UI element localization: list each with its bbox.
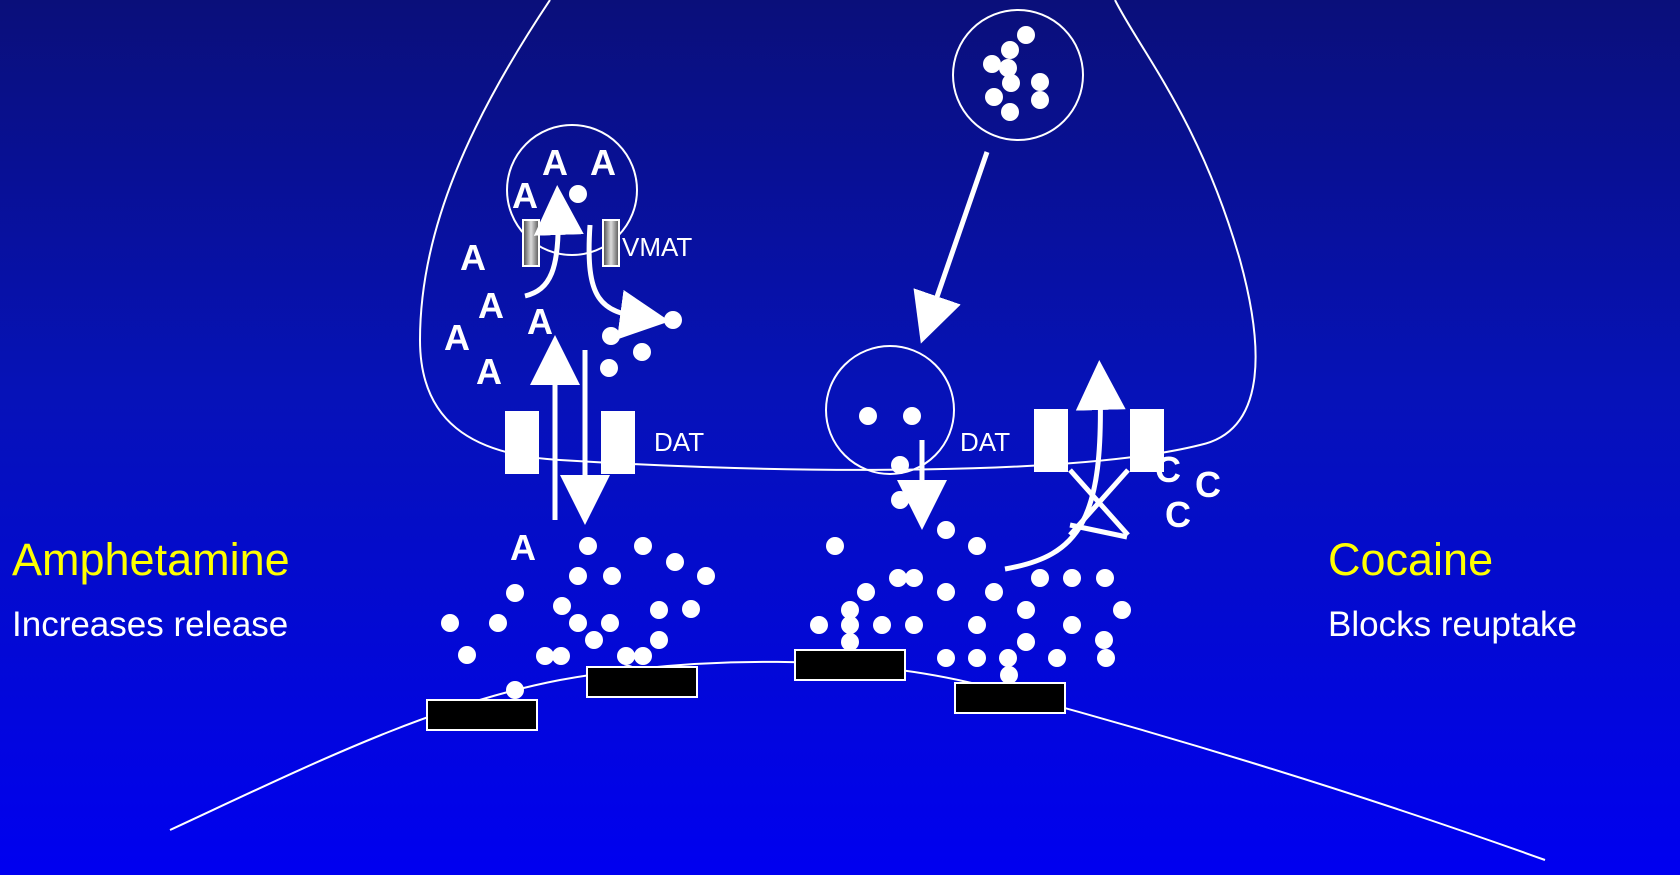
amphetamine-title: Amphetamine <box>12 534 290 585</box>
postsynaptic-membrane <box>169 660 1546 861</box>
transport-arrows <box>524 151 1130 572</box>
vesicle-docking <box>825 345 955 475</box>
svg-text:C: C <box>1155 449 1181 490</box>
dat-transporter-left-a <box>505 411 539 474</box>
dat-label-left: DAT <box>654 427 704 457</box>
postsynaptic-receptors <box>426 649 1066 731</box>
svg-text:A: A <box>444 317 470 358</box>
vesicle-vmat <box>506 124 638 256</box>
svg-text:A: A <box>460 237 486 278</box>
svg-text:C: C <box>1165 494 1191 535</box>
vmat-transporter-left <box>522 219 540 267</box>
svg-text:C: C <box>1195 464 1221 505</box>
amphetamine-molecules: A A A A A A A A A <box>444 142 616 568</box>
presynaptic-membrane <box>418 0 1257 471</box>
svg-text:A: A <box>476 351 502 392</box>
svg-text:A: A <box>542 142 568 183</box>
amphetamine-subtitle: Increases release <box>12 605 288 644</box>
svg-text:A: A <box>510 527 536 568</box>
dopamine-molecules <box>441 26 1131 699</box>
dat-transporter-right-b <box>1130 409 1164 472</box>
dat-label-right: DAT <box>960 427 1010 457</box>
svg-text:A: A <box>527 301 553 342</box>
cocaine-subtitle: Blocks reuptake <box>1328 605 1577 644</box>
dat-transporter-left-b <box>601 411 635 474</box>
vesicle-top-right <box>952 9 1084 141</box>
svg-text:A: A <box>478 285 504 326</box>
vmat-transporter-right <box>602 219 620 267</box>
cocaine-title: Cocaine <box>1328 534 1493 585</box>
svg-text:A: A <box>590 142 616 183</box>
vmat-label: VMAT <box>622 232 692 262</box>
cocaine-molecules: C C C <box>1155 449 1221 535</box>
dat-transporter-right-a <box>1034 409 1068 472</box>
svg-text:A: A <box>512 175 538 216</box>
